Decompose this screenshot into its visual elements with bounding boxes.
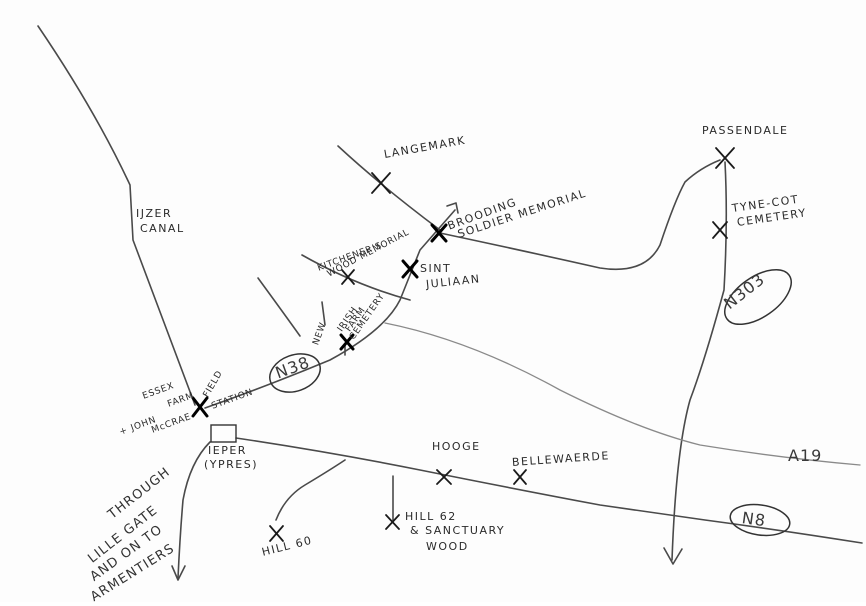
ijzer-canal-line [37, 25, 196, 406]
label-hill62-2: & SANCTUARY [410, 524, 506, 537]
label-hill62-1: HILL 62 [405, 510, 457, 523]
label-hill62-3: WOOD [426, 540, 469, 553]
label-hooge: HOOGE [432, 440, 481, 453]
n38-road [204, 209, 456, 409]
side-road-1 [257, 277, 301, 337]
a19-road [384, 322, 861, 466]
ieper-square [210, 424, 237, 443]
n8-road [235, 437, 863, 544]
langemark-marker [371, 172, 391, 194]
label-passendale: PASSENDALE [702, 124, 789, 137]
n303-badge-oval [724, 268, 792, 326]
passendale-marker [715, 147, 735, 169]
tyne-cot-marker [712, 221, 728, 239]
label-sint: SINT [420, 262, 452, 275]
n303-arrow [663, 547, 683, 565]
new-irish-farm-marker [339, 333, 355, 351]
n303-road [671, 161, 728, 561]
side-road-2 [321, 301, 326, 326]
bellewaerde-marker [513, 469, 527, 485]
brooding-soldier-marker [430, 223, 448, 243]
label-a19: A19 [788, 446, 823, 465]
label-ieper: IEPER [208, 444, 247, 457]
road-to-passendale [439, 159, 721, 271]
essex-farm-marker [191, 396, 209, 418]
label-ypres: (YPRES) [204, 458, 259, 471]
hill62-marker [385, 514, 400, 530]
n38-badge-oval [269, 353, 321, 393]
label-ijzer: IJZER [136, 207, 173, 220]
road-kitcheners [301, 254, 411, 301]
sint-juliaan-marker [401, 259, 419, 279]
label-canal: CANAL [140, 222, 185, 235]
kitcheners-wood-marker [341, 269, 355, 285]
hill60-marker [269, 525, 284, 542]
lille-gate-road [177, 441, 211, 579]
road-hill60 [275, 459, 346, 521]
badge-n8: N8 [740, 508, 768, 531]
hooge-marker [436, 469, 452, 485]
lille-gate-arrow [171, 565, 186, 581]
n8-badge-oval [729, 503, 791, 537]
n38-arrow [446, 202, 459, 214]
